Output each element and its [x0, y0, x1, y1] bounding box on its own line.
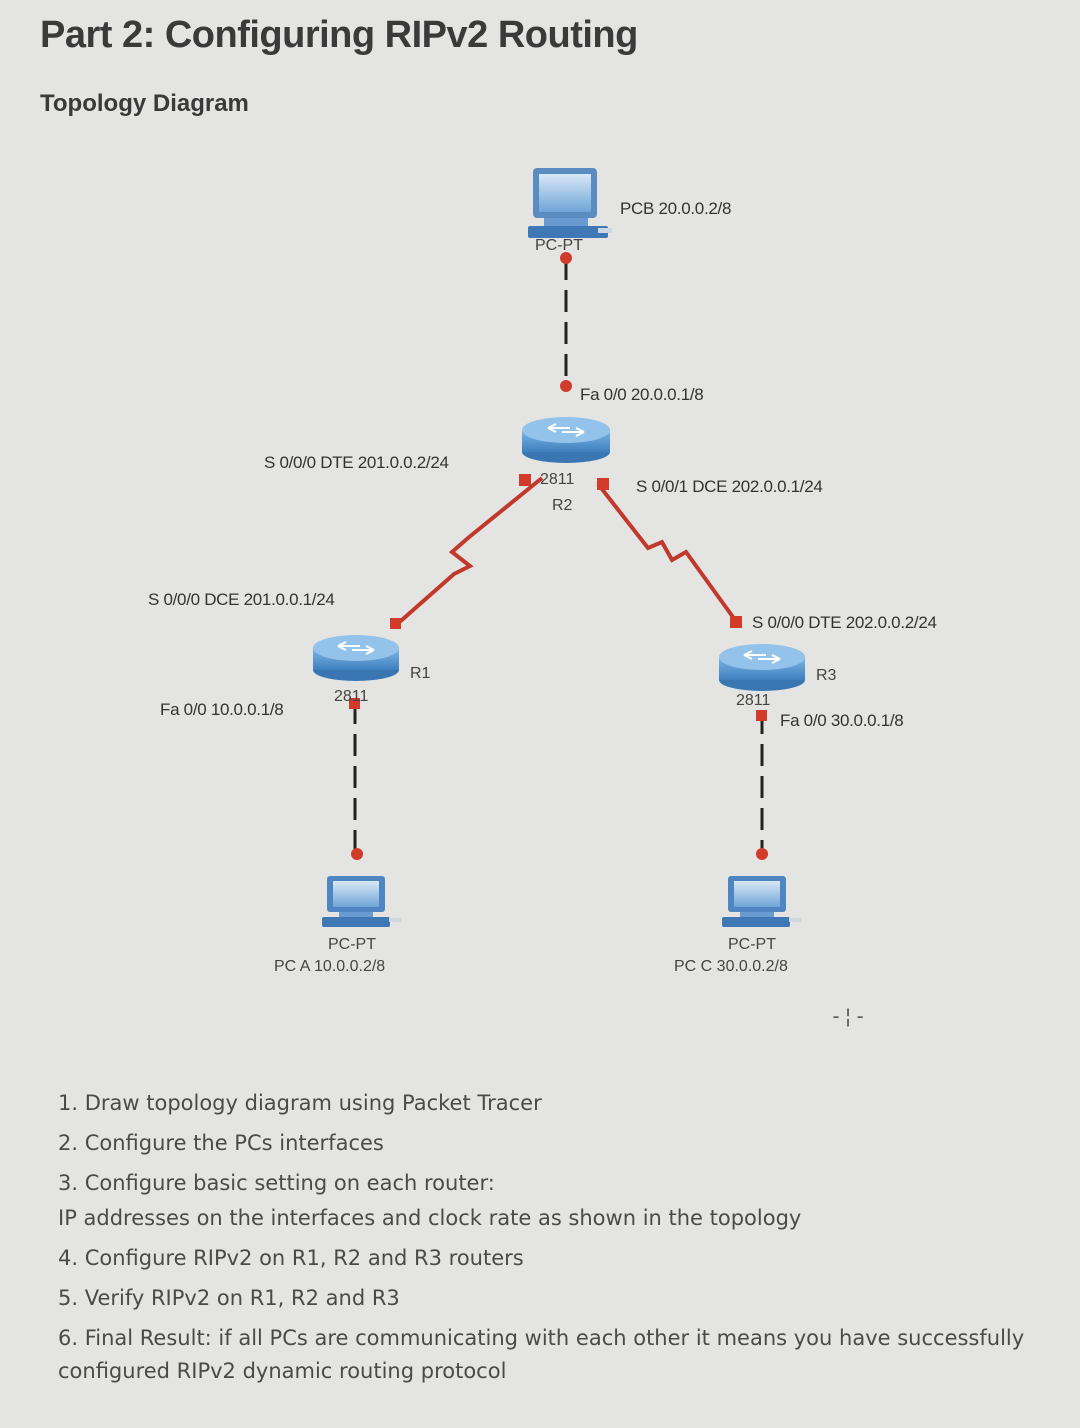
pca-address-label: PC A 10.0.0.2/8 [274, 958, 386, 975]
r3-router-icon [719, 644, 805, 691]
r1-s000-label: S 0/0/0 DCE 201.0.0.1/24 [148, 590, 335, 609]
pca-type-label: PC-PT [328, 936, 376, 953]
r2-router-icon [522, 417, 610, 463]
r3-name-label: R3 [816, 667, 837, 684]
link-endpoint [756, 848, 768, 860]
r2-name-label: R2 [552, 497, 573, 514]
link-r1-pca [349, 698, 363, 860]
r1-model-label: 2811 [334, 688, 369, 705]
link-endpoint [560, 252, 572, 264]
link-pcb-r2 [560, 252, 572, 392]
pcc-computer-icon [722, 876, 801, 927]
link-endpoint [756, 710, 767, 721]
link-endpoint [730, 616, 742, 628]
instruction-item: 3. Configure basic setting on each route… [58, 1171, 495, 1195]
instruction-item: 4. Configure RIPv2 on R1, R2 and R3 rout… [58, 1246, 524, 1270]
pcc-address-label: PC C 30.0.0.2/8 [674, 958, 788, 975]
link-endpoint [390, 618, 401, 629]
serial-link-r1-r2 [390, 474, 544, 629]
r1-name-label: R1 [410, 665, 431, 682]
instruction-item: configured RIPv2 dynamic routing protoco… [58, 1359, 507, 1383]
link-endpoint [349, 698, 360, 709]
pcc-type-label: PC-PT [728, 936, 776, 953]
r3-s000-label: S 0/0/0 DTE 202.0.0.2/24 [752, 613, 937, 632]
r3-model-label: 2811 [736, 692, 771, 709]
r2-s001-label: S 0/0/1 DCE 202.0.0.1/24 [636, 477, 823, 496]
instruction-item: 2. Configure the PCs interfaces [58, 1131, 384, 1155]
r1-router-icon [313, 635, 399, 681]
link-endpoint [560, 380, 572, 392]
r3-fa00-label: Fa 0/0 30.0.0.1/8 [780, 711, 904, 730]
page-title: Part 2: Configuring RIPv2 Routing [40, 14, 638, 56]
link-endpoint [519, 474, 531, 486]
topology-diagram [313, 168, 805, 927]
r1-fa00-label: Fa 0/0 10.0.0.1/8 [160, 700, 284, 719]
link-r3-pcc [756, 710, 768, 860]
instruction-item: 1. Draw topology diagram using Packet Tr… [58, 1091, 542, 1115]
link-endpoint [597, 478, 609, 490]
move-cursor-icon: -¦- [830, 1004, 867, 1028]
instruction-item: 5. Verify RIPv2 on R1, R2 and R3 [58, 1286, 400, 1310]
pcb-type-label: PC-PT [535, 237, 583, 254]
pcb-address-label: PCB 20.0.0.2/8 [620, 199, 732, 218]
link-endpoint [351, 848, 363, 860]
r2-s000-label: S 0/0/0 DTE 201.0.0.2/24 [264, 453, 449, 472]
r2-fa00-label: Fa 0/0 20.0.0.1/8 [580, 385, 704, 404]
section-title: Topology Diagram [40, 90, 249, 117]
pcb-computer-icon [528, 168, 612, 238]
pca-computer-icon [322, 876, 401, 927]
instruction-item: 6. Final Result: if all PCs are communic… [58, 1326, 1025, 1350]
r2-model-label: 2811 [540, 471, 575, 488]
serial-link-r2-r3 [596, 478, 742, 628]
instruction-item: IP addresses on the interfaces and clock… [58, 1206, 802, 1230]
